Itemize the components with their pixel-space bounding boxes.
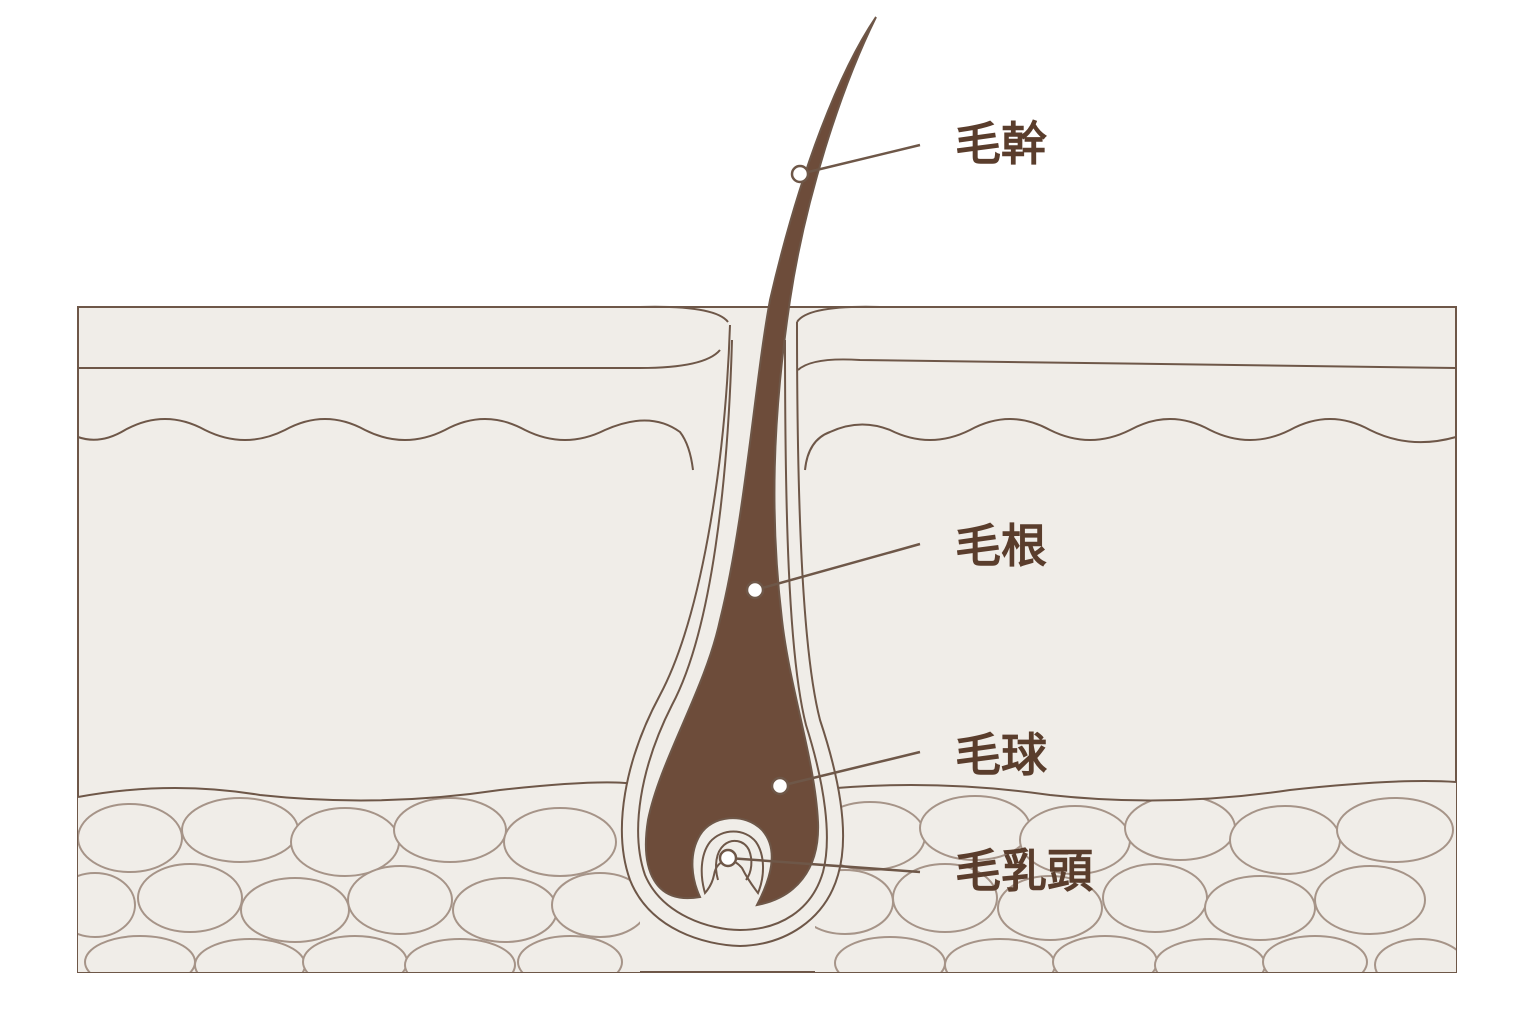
stratum-line-right	[797, 358, 1457, 371]
fat-cell	[503, 807, 617, 877]
fat-cell	[1374, 938, 1456, 972]
label-hair-shaft: 毛幹	[955, 117, 1047, 171]
fat-cell	[1124, 795, 1236, 861]
fat-cell	[997, 875, 1103, 941]
fat-cell	[181, 797, 299, 863]
stratum-line-left	[78, 349, 721, 369]
epidermis-surface-right	[796, 305, 1456, 323]
fat-cell	[1154, 938, 1266, 972]
leader-line-root	[754, 542, 921, 592]
leader-line-shaft	[799, 143, 921, 176]
dermis-boundary-right	[814, 780, 1457, 802]
marker-circle-shaft	[790, 164, 810, 184]
fat-cell	[1102, 863, 1208, 933]
fat-cell	[1229, 805, 1341, 875]
fat-cell	[1262, 935, 1368, 972]
leader-lines	[727, 143, 921, 874]
marker-circle-bulb	[770, 776, 790, 796]
fat-cell	[78, 872, 136, 938]
fat-cell	[194, 938, 306, 972]
fat-cell	[393, 797, 507, 863]
fat-cell	[302, 935, 408, 972]
label-hair-bulb: 毛球	[955, 728, 1047, 782]
label-dermal-papilla: 毛乳頭	[955, 844, 1093, 898]
marker-circle-papilla	[718, 848, 738, 868]
fat-cell	[1204, 875, 1316, 941]
dermal-papilla-inner	[715, 839, 753, 881]
fat-cell	[84, 935, 196, 972]
fat-cell	[1336, 797, 1454, 863]
leader-line-papilla	[727, 856, 921, 874]
fat-cell	[892, 863, 998, 933]
fat-cell	[944, 938, 1056, 972]
fat-cell	[137, 863, 243, 933]
hair	[644, 16, 877, 907]
fat-cell	[78, 803, 183, 873]
label-hair-root: 毛根	[955, 519, 1047, 573]
dermal-junction-left	[77, 418, 694, 471]
fat-cell	[240, 877, 350, 943]
fat-cell	[290, 807, 400, 877]
fat-cell	[1052, 935, 1158, 972]
fat-cell	[834, 936, 946, 972]
dermal-junction-right	[804, 418, 1457, 471]
fat-cell	[1314, 865, 1426, 935]
epidermis-surface-left	[78, 305, 729, 323]
fat-cell	[452, 877, 558, 943]
dermis-boundary-left	[77, 781, 641, 802]
leader-line-bulb	[779, 750, 921, 788]
fat-cell	[517, 935, 623, 972]
fat-cell	[347, 865, 453, 935]
marker-circle-root	[745, 580, 765, 600]
fat-cell	[404, 938, 516, 972]
